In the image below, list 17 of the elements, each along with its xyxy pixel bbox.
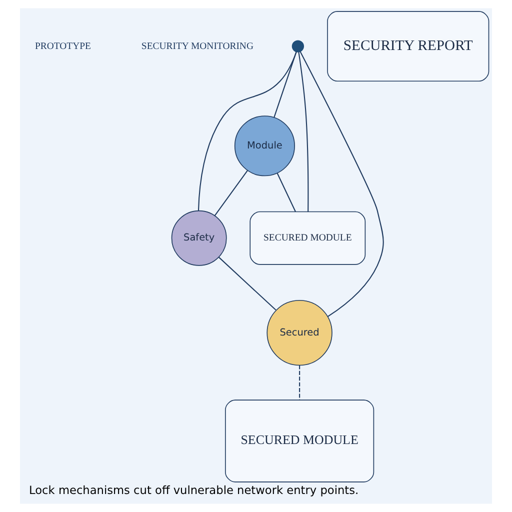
- caption: Lock mechanisms cut off vulnerable network entry points.: [29, 483, 359, 498]
- node-circle: Secured: [266, 300, 332, 366]
- label: SECURITY MONITORING: [141, 40, 254, 52]
- connector: [298, 52, 309, 212]
- node-box: SECURED MODULE: [225, 400, 374, 482]
- connector: [300, 51, 384, 318]
- connector: [218, 256, 276, 310]
- node-circle: [292, 40, 304, 52]
- connector: [198, 52, 297, 211]
- node-box: SECURITY REPORT: [327, 11, 490, 82]
- node-circle: Safety: [171, 210, 227, 266]
- connector: [299, 365, 300, 400]
- node-box: SECURED MODULE: [250, 211, 366, 265]
- label: PROTOTYPE: [34, 40, 91, 52]
- connector: [214, 170, 248, 216]
- connector: [276, 172, 296, 212]
- node-circle: Module: [234, 116, 295, 176]
